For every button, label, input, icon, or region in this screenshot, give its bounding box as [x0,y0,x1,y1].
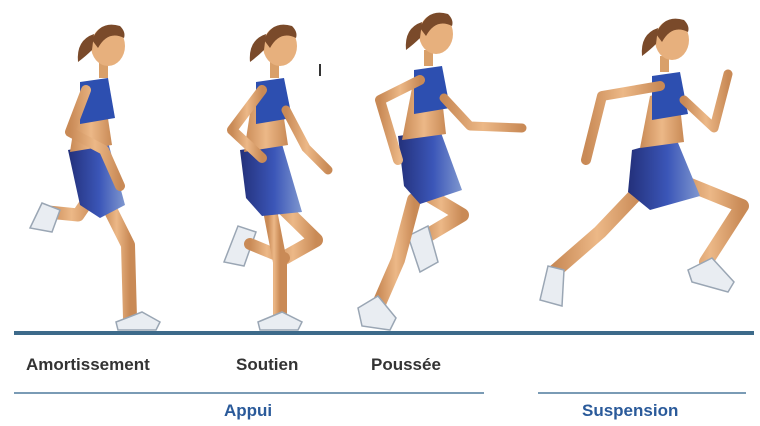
runner-amortissement [30,25,160,330]
shoe-icon [258,312,302,330]
group-label-appui: Appui [224,401,272,421]
phase-label-amortissement: Amortissement [26,355,150,375]
phase-label-soutien: Soutien [236,355,298,375]
shoe-icon [116,312,160,330]
shoe-icon [688,258,734,292]
ground-line [14,331,754,335]
small-tick-mark [319,64,321,76]
group-label-suspension: Suspension [582,401,678,421]
flight-group-line [538,392,746,394]
phase-label-poussee: Poussée [371,355,441,375]
shoe-icon [540,266,564,306]
runner-suspension [540,19,742,306]
shoe-icon [358,296,396,330]
runner-soutien [224,25,328,330]
runner-poussee [358,13,522,330]
support-group-line [14,392,484,394]
